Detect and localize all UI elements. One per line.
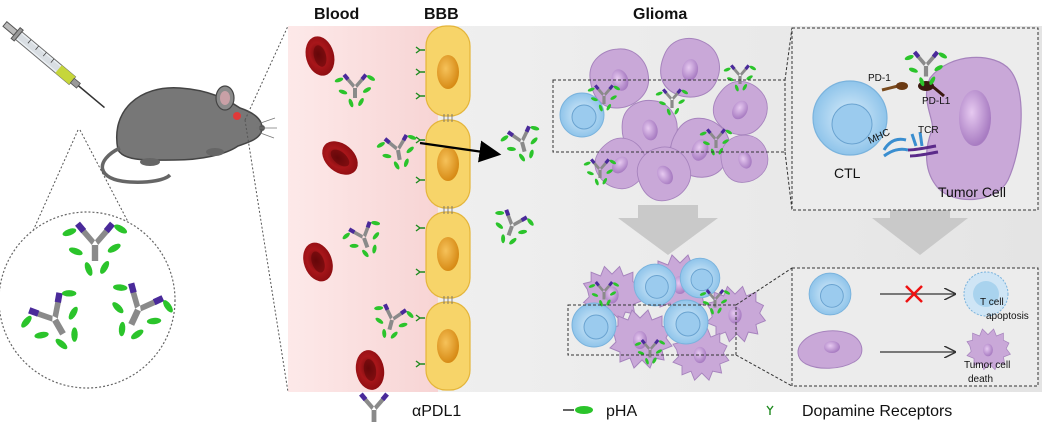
- outcome-panel: [791, 267, 1039, 387]
- header-blood: Blood: [314, 6, 359, 23]
- bbb-crossing-arrow: [419, 140, 502, 163]
- label-ctl: CTL: [834, 165, 861, 181]
- syringe: [2, 21, 105, 109]
- label-tumor-death-1: Tumor cell: [964, 360, 1010, 371]
- header-glioma: Glioma: [633, 6, 687, 23]
- mechanism-inset: [791, 27, 1039, 211]
- label-tcr: TCR: [918, 125, 939, 136]
- glioma-cluster: [552, 27, 793, 211]
- antibody-magnifier: [0, 129, 178, 389]
- pha-legend-icon: [575, 406, 593, 414]
- receptor-legend-icon: [766, 405, 774, 416]
- down-arrow-left: [618, 205, 718, 255]
- antibody-legend-icon: [359, 392, 389, 422]
- label-tumor-cell: Tumor Cell: [938, 184, 1006, 200]
- label-pd1: PD-1: [868, 73, 891, 84]
- header-bbb: BBB: [424, 6, 459, 23]
- label-tcell-apoptosis-1: T cell: [980, 297, 1004, 308]
- label-pdl1: PD-L1: [922, 96, 951, 107]
- legend-receptors: Dopamine Receptors: [802, 403, 952, 420]
- label-tumor-death-2: death: [968, 374, 993, 385]
- blocked-x-icon: [905, 285, 923, 303]
- treated-glioma-cluster: [567, 254, 793, 387]
- down-arrow-right: [872, 205, 968, 255]
- legend-pha: pHA: [606, 403, 637, 420]
- legend-apdl1: αPDL1: [412, 403, 461, 420]
- label-tcell-apoptosis-2: apoptosis: [986, 311, 1029, 322]
- bbb-cell-column: [425, 25, 471, 391]
- mouse: [100, 85, 277, 184]
- legend: [359, 392, 774, 422]
